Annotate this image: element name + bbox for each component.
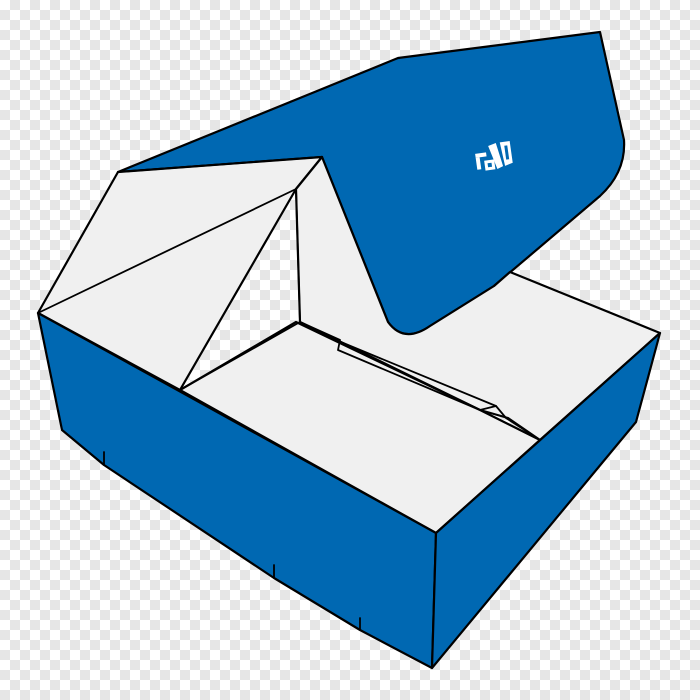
lid-logo-icon xyxy=(475,140,513,171)
box-right-wall xyxy=(430,331,662,670)
crease-floor-left xyxy=(179,321,301,391)
crease-back-fold xyxy=(335,339,497,407)
crease-floor-back xyxy=(299,321,541,441)
crease-left-corner xyxy=(37,188,297,314)
crease-back-vertical xyxy=(295,188,301,323)
crease-lid-hinge xyxy=(117,156,323,173)
